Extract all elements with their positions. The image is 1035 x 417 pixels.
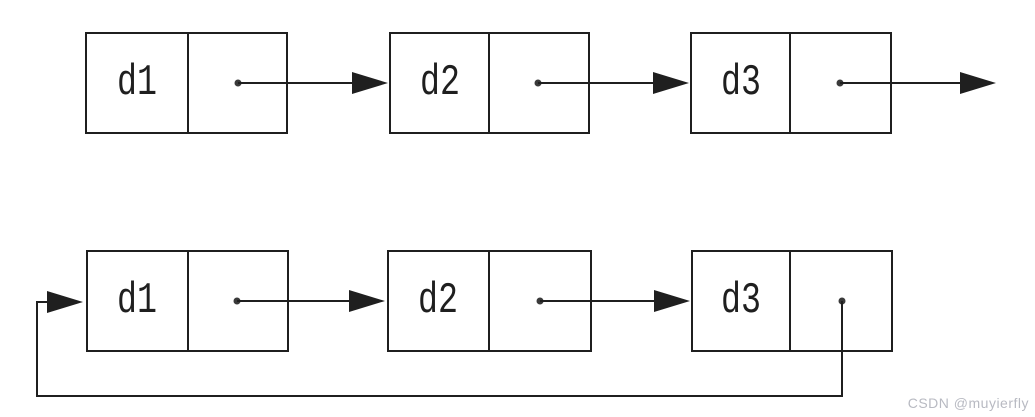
watermark-text: CSDN @muyierfly	[907, 395, 1029, 411]
loop-back-path	[36, 301, 843, 397]
arrowhead-icon	[352, 72, 388, 94]
list1-tail-arrow	[840, 72, 996, 94]
node-label: d2	[418, 276, 458, 326]
arrowhead-icon	[349, 290, 385, 312]
list2-node-3: d3	[691, 250, 893, 352]
arrowhead-icon	[653, 72, 689, 94]
arrowhead-icon	[960, 72, 996, 94]
node-label: d2	[420, 58, 460, 108]
node-label: d1	[117, 276, 157, 326]
arrowhead-icon	[47, 291, 83, 313]
node-label: d3	[721, 276, 761, 326]
list2-loop-back-arrow	[36, 291, 843, 397]
arrowhead-icon	[654, 290, 690, 312]
node-box	[691, 250, 893, 352]
node-label: d1	[117, 58, 157, 108]
list1-arrow-2-3	[538, 72, 689, 94]
list2-arrow-2-3	[540, 290, 690, 312]
node-label: d3	[721, 58, 761, 108]
list2-arrow-1-2	[237, 290, 385, 312]
list1-arrow-1-2	[238, 72, 388, 94]
